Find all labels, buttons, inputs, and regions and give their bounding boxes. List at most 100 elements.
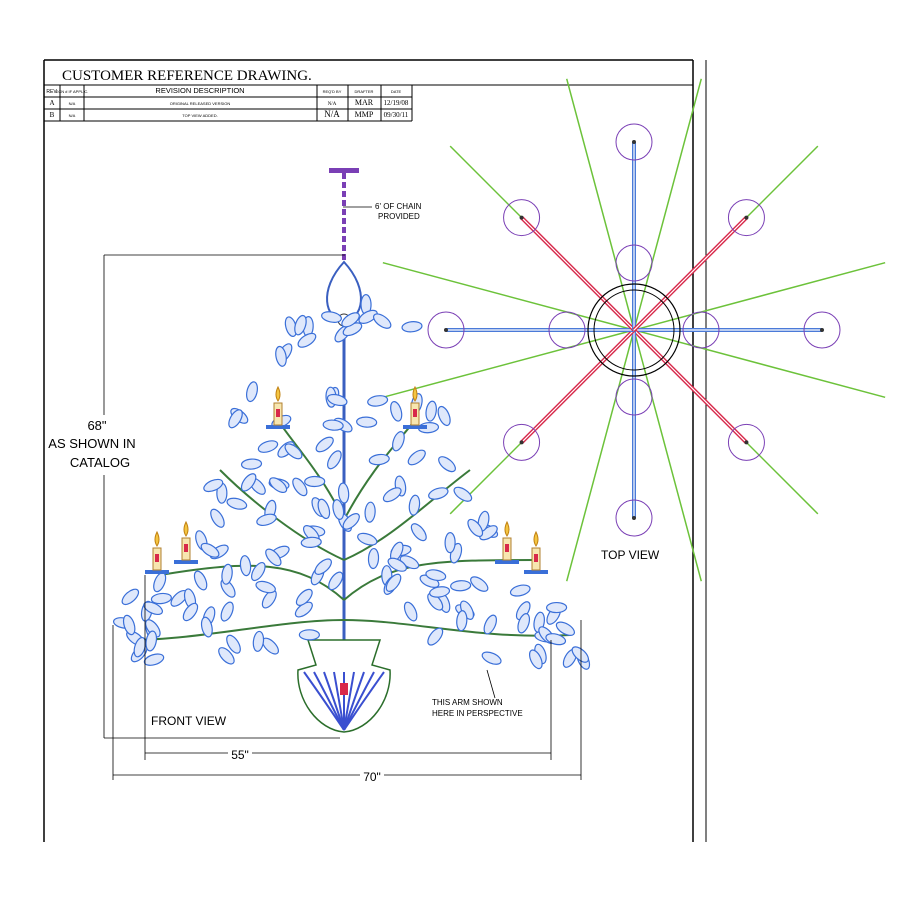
arm-perspective-note: THIS ARM SHOWN HERE IN PERSPECTIVE xyxy=(432,698,523,718)
crystal-leaf xyxy=(300,536,322,548)
crystal-leaf xyxy=(226,634,241,654)
revision-table: REV.ECN # IF APPLIC.REVISION DESCRIPTION… xyxy=(46,86,409,119)
table-cell: MAR xyxy=(355,98,374,107)
table-cell: 09/30/11 xyxy=(384,111,409,119)
top-view-support-line xyxy=(565,329,635,582)
crystal-leaf xyxy=(450,580,472,592)
table-cell: A xyxy=(49,99,54,107)
height-dimension-label: 68" AS SHOWN IN CATALOG xyxy=(48,418,135,470)
crystal-leaf xyxy=(182,602,199,622)
flame-icon xyxy=(504,520,510,537)
crystal-leaf xyxy=(200,542,220,558)
crystal-leaf xyxy=(143,601,164,616)
candle-bulb xyxy=(413,409,417,417)
top-view-candle-dot xyxy=(820,328,824,332)
top-view-support-line xyxy=(382,261,635,331)
table-header: REV. xyxy=(46,89,57,95)
candle-cup xyxy=(495,560,519,564)
crystal-leaf xyxy=(456,610,468,632)
drawing-frame xyxy=(43,59,707,842)
top-view-candle-circle xyxy=(803,311,841,349)
top-view-candle-circle xyxy=(503,423,541,461)
crystal-leaf xyxy=(220,601,234,622)
crystal-leaf xyxy=(150,592,172,605)
urn-rib xyxy=(343,671,385,731)
top-view-candle-circle xyxy=(727,199,765,237)
top-view-candle-circle xyxy=(615,123,653,161)
candle-cup xyxy=(524,570,548,574)
crystal-leaf xyxy=(298,629,320,641)
crystal-leaf xyxy=(429,586,451,598)
candle-cup xyxy=(174,560,198,564)
top-view xyxy=(382,78,886,582)
crystal-leaf xyxy=(545,601,568,614)
crystal-leaf xyxy=(437,405,451,427)
crystal-leaf xyxy=(228,409,243,429)
crystal-leaf xyxy=(357,532,378,546)
top-view-candle-circle xyxy=(427,311,465,349)
crystal-leaf xyxy=(326,393,348,407)
crystal-leaf xyxy=(193,570,208,591)
crystal-leaf xyxy=(399,555,420,570)
crystal-leaf xyxy=(483,614,498,635)
crystal-leaf xyxy=(265,548,282,567)
svg-text:CATALOG: CATALOG xyxy=(70,455,130,470)
flame-icon xyxy=(275,385,281,402)
candle-cup xyxy=(266,425,290,429)
crystal-leaf xyxy=(294,314,307,336)
crystal-leaf xyxy=(428,487,449,500)
crystal-leaf xyxy=(269,477,288,494)
crystal-leaf xyxy=(341,312,360,328)
crystal-leaf xyxy=(390,401,403,422)
top-view-arm-core xyxy=(633,217,747,331)
crystal-leaf xyxy=(342,513,360,530)
crystal-leaf xyxy=(545,633,567,646)
top-view-candle-circle xyxy=(503,199,541,237)
top-view-inner-candle-circle xyxy=(615,244,653,282)
top-view-inner-candle-circle xyxy=(548,311,586,349)
chandelier-arm xyxy=(343,469,471,561)
svg-text:AS SHOWN IN: AS SHOWN IN xyxy=(48,436,135,451)
top-view-outer-ring xyxy=(587,283,681,377)
table-cell: N/A xyxy=(328,102,337,107)
candle-cup xyxy=(145,570,169,574)
dimension-lines xyxy=(103,206,582,780)
crystal-leaf xyxy=(427,592,444,611)
crystal-leaf xyxy=(255,580,276,594)
crystal-leaf xyxy=(467,518,484,538)
top-view-inner-ring xyxy=(593,289,675,371)
crystal-leaf xyxy=(337,482,350,504)
crystal-leaf xyxy=(382,487,402,503)
crystal-leaf xyxy=(358,309,378,324)
top-view-arm-core xyxy=(633,329,747,443)
crystal-leaf xyxy=(385,573,402,592)
crystal-leaf xyxy=(256,513,277,527)
crystal-leaf xyxy=(438,456,456,473)
svg-text:THIS ARM SHOWN: THIS ARM SHOWN xyxy=(432,698,503,707)
crystal-leaf xyxy=(408,494,421,516)
table-cell: TOP VIEW ADDED. xyxy=(182,113,217,118)
top-view-inner-candle-circle xyxy=(615,378,653,416)
crystal-leaf xyxy=(392,431,405,452)
top-view-support-line xyxy=(633,329,886,399)
crystal-leaf xyxy=(444,531,456,554)
crystal-leaf xyxy=(571,646,590,663)
crystal-leaf xyxy=(292,477,308,497)
top-view-candle-circle xyxy=(615,499,653,537)
flame-icon xyxy=(154,530,160,547)
crystal-leaf xyxy=(321,311,342,323)
crystal-leaf xyxy=(210,508,225,528)
top-view-support-line xyxy=(382,329,635,399)
crystal-leaf xyxy=(153,572,167,593)
crystal-leaf xyxy=(121,588,140,606)
crystal-leaf xyxy=(143,653,165,666)
top-view-inner-candle-circle xyxy=(682,311,720,349)
table-header: DRAFTER xyxy=(355,89,374,94)
front-view xyxy=(112,168,591,733)
candle-cup xyxy=(403,425,427,429)
flame-icon xyxy=(183,520,189,537)
crystal-leaf xyxy=(401,321,423,333)
table-cell: N/A xyxy=(69,113,76,118)
crystal-leaf xyxy=(367,547,380,570)
crystal-leaf xyxy=(403,601,418,622)
